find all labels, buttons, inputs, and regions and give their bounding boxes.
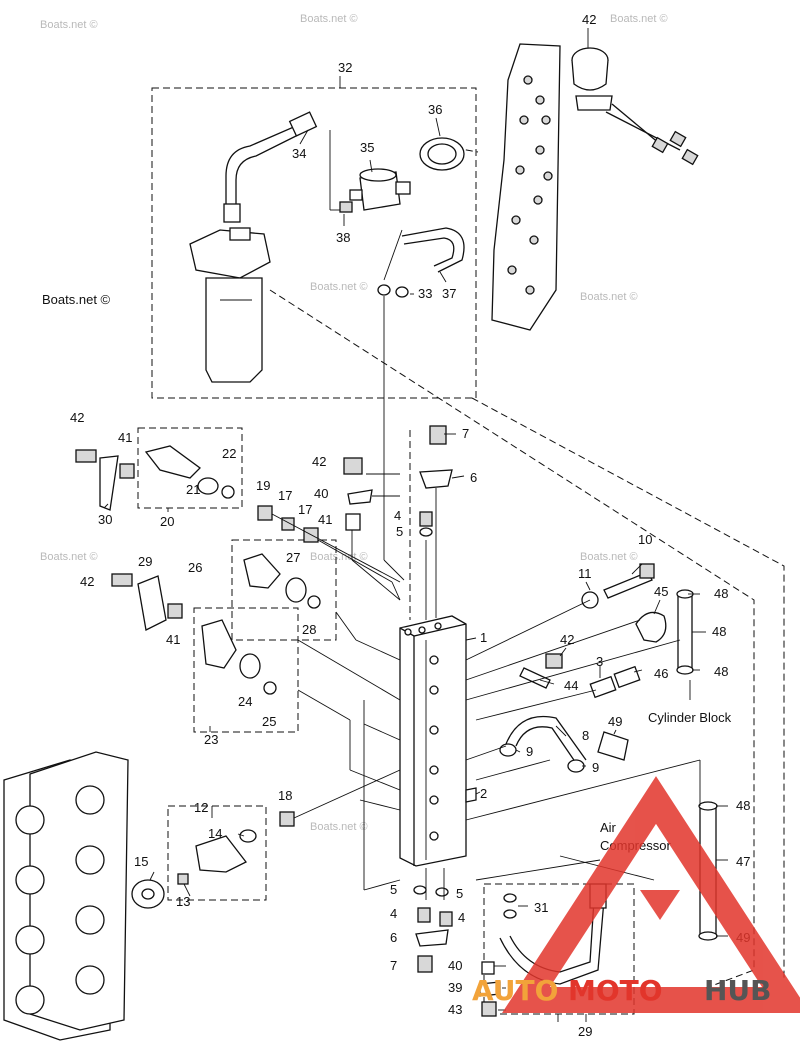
callout-32: 32 xyxy=(338,60,352,75)
callout-18: 19 xyxy=(256,478,270,493)
callout-44: 45 xyxy=(654,584,668,599)
callout-41: 41 xyxy=(118,430,132,445)
callout-48: 48 xyxy=(736,798,750,813)
callout-40: 39 xyxy=(448,980,462,995)
watermark: Boats.net © xyxy=(310,281,368,293)
callout-48: 48 xyxy=(714,664,728,679)
callout-9: 9 xyxy=(526,744,533,759)
callout-7: 7 xyxy=(390,958,397,973)
watermark: Boats.net © xyxy=(310,821,368,833)
logo-part-hub: HUB xyxy=(704,974,772,1007)
callout-9: 9 xyxy=(592,760,599,775)
logo-part-moto: MOTO xyxy=(568,974,663,1007)
callout-14: 14 xyxy=(208,826,222,841)
logo-text: AUTO MOTO HUB xyxy=(472,974,772,1007)
callout-33: 33 xyxy=(418,286,432,301)
fittings-left xyxy=(75,445,373,909)
callout-4: 4 xyxy=(394,508,401,523)
callout-8: 8 xyxy=(582,728,589,743)
callout-28: 29 xyxy=(138,554,152,569)
callout-29: 30 xyxy=(98,512,112,527)
logo-inner-mark xyxy=(640,890,680,920)
watermarks: Boats.net © Boats.net © Boats.net © Boat… xyxy=(40,13,668,833)
callout-48: 48 xyxy=(714,586,728,601)
callout-42: 43 xyxy=(448,1002,462,1017)
callout-41: 40 xyxy=(448,958,462,973)
callouts: 32 42 34 35 36 38 33 37 7 6 42 40 41 4 5… xyxy=(70,12,750,1039)
watermark: Boats.net © xyxy=(610,13,668,25)
callout-15: 15 xyxy=(134,854,148,869)
manifold-1 xyxy=(399,615,477,867)
logo-triangle xyxy=(502,776,800,1013)
callout-6: 6 xyxy=(470,470,477,485)
callout-36: 36 xyxy=(428,102,442,117)
callout-6: 6 xyxy=(390,930,397,945)
callout-13: 13 xyxy=(176,894,190,909)
watermark: Boats.net © xyxy=(580,551,638,563)
watermark: Boats.net © xyxy=(580,291,638,303)
callout-5: 5 xyxy=(456,886,463,901)
callout-17: 17 xyxy=(278,488,292,503)
callout-42: 42 xyxy=(560,632,574,647)
callout-1: 1 xyxy=(480,630,487,645)
callout-31: 31 xyxy=(534,900,548,915)
fuel-filter-assembly xyxy=(189,111,465,383)
callout-2: 2 xyxy=(480,786,487,801)
callout-20: 21 xyxy=(186,482,200,497)
watermark-label: Boats.net © xyxy=(42,292,111,307)
callout-42: 42 xyxy=(312,454,326,469)
callout-41: 41 xyxy=(318,512,332,527)
callout-24: 25 xyxy=(262,714,276,729)
air-compressor-label-1: Air xyxy=(600,820,617,835)
callout-7: 7 xyxy=(462,426,469,441)
callout-26: 27 xyxy=(286,550,300,565)
callout-37: 37 xyxy=(442,286,456,301)
callout-40: 40 xyxy=(314,486,328,501)
watermark: Boats.net © xyxy=(300,13,358,25)
callout-46: 47 xyxy=(736,854,750,869)
callout-5: 5 xyxy=(390,882,397,897)
callout-4: 4 xyxy=(458,910,465,925)
watermark: Boats.net © xyxy=(40,551,98,563)
callout-5: 5 xyxy=(396,524,403,539)
group-boxes xyxy=(137,87,785,1015)
callout-39: 42 xyxy=(582,12,596,27)
callout-42: 42 xyxy=(70,410,84,425)
callout-4: 4 xyxy=(390,906,397,921)
callout-16: 17 xyxy=(298,502,312,517)
logo-part-auto: AUTO xyxy=(472,974,558,1007)
callout-11: 11 xyxy=(578,566,592,581)
callout-45: 46 xyxy=(654,666,668,681)
callout-34: 34 xyxy=(292,146,306,161)
callout-22: 23 xyxy=(204,732,218,747)
callout-41: 41 xyxy=(166,632,180,647)
callout-17: 18 xyxy=(278,788,292,803)
callout-42: 42 xyxy=(80,574,94,589)
callout-3: 3 xyxy=(596,654,603,669)
leader-lines xyxy=(103,28,728,1022)
callout-47: 48 xyxy=(712,624,726,639)
callout-38: 38 xyxy=(336,230,350,245)
gasket-stack xyxy=(3,751,129,1041)
watermark: Boats.net © xyxy=(310,551,368,563)
callout-35: 35 xyxy=(360,140,374,155)
callout-19: 20 xyxy=(160,514,174,529)
callout-10: 10 xyxy=(638,532,652,547)
watermark: Boats.net © xyxy=(40,19,98,31)
plate-39 xyxy=(491,43,699,331)
callout-12: 12 xyxy=(194,800,208,815)
automotohub-logo xyxy=(502,776,800,1013)
callout-43: 44 xyxy=(564,678,578,693)
callout-21: 22 xyxy=(222,446,236,461)
callout-23: 24 xyxy=(238,694,252,709)
callout-30: 29 xyxy=(578,1024,592,1039)
callout-25: 26 xyxy=(188,560,202,575)
callout-27: 28 xyxy=(302,622,316,637)
callout-49: 49 xyxy=(608,714,622,729)
cylinder-block-label: Cylinder Block xyxy=(648,710,732,725)
